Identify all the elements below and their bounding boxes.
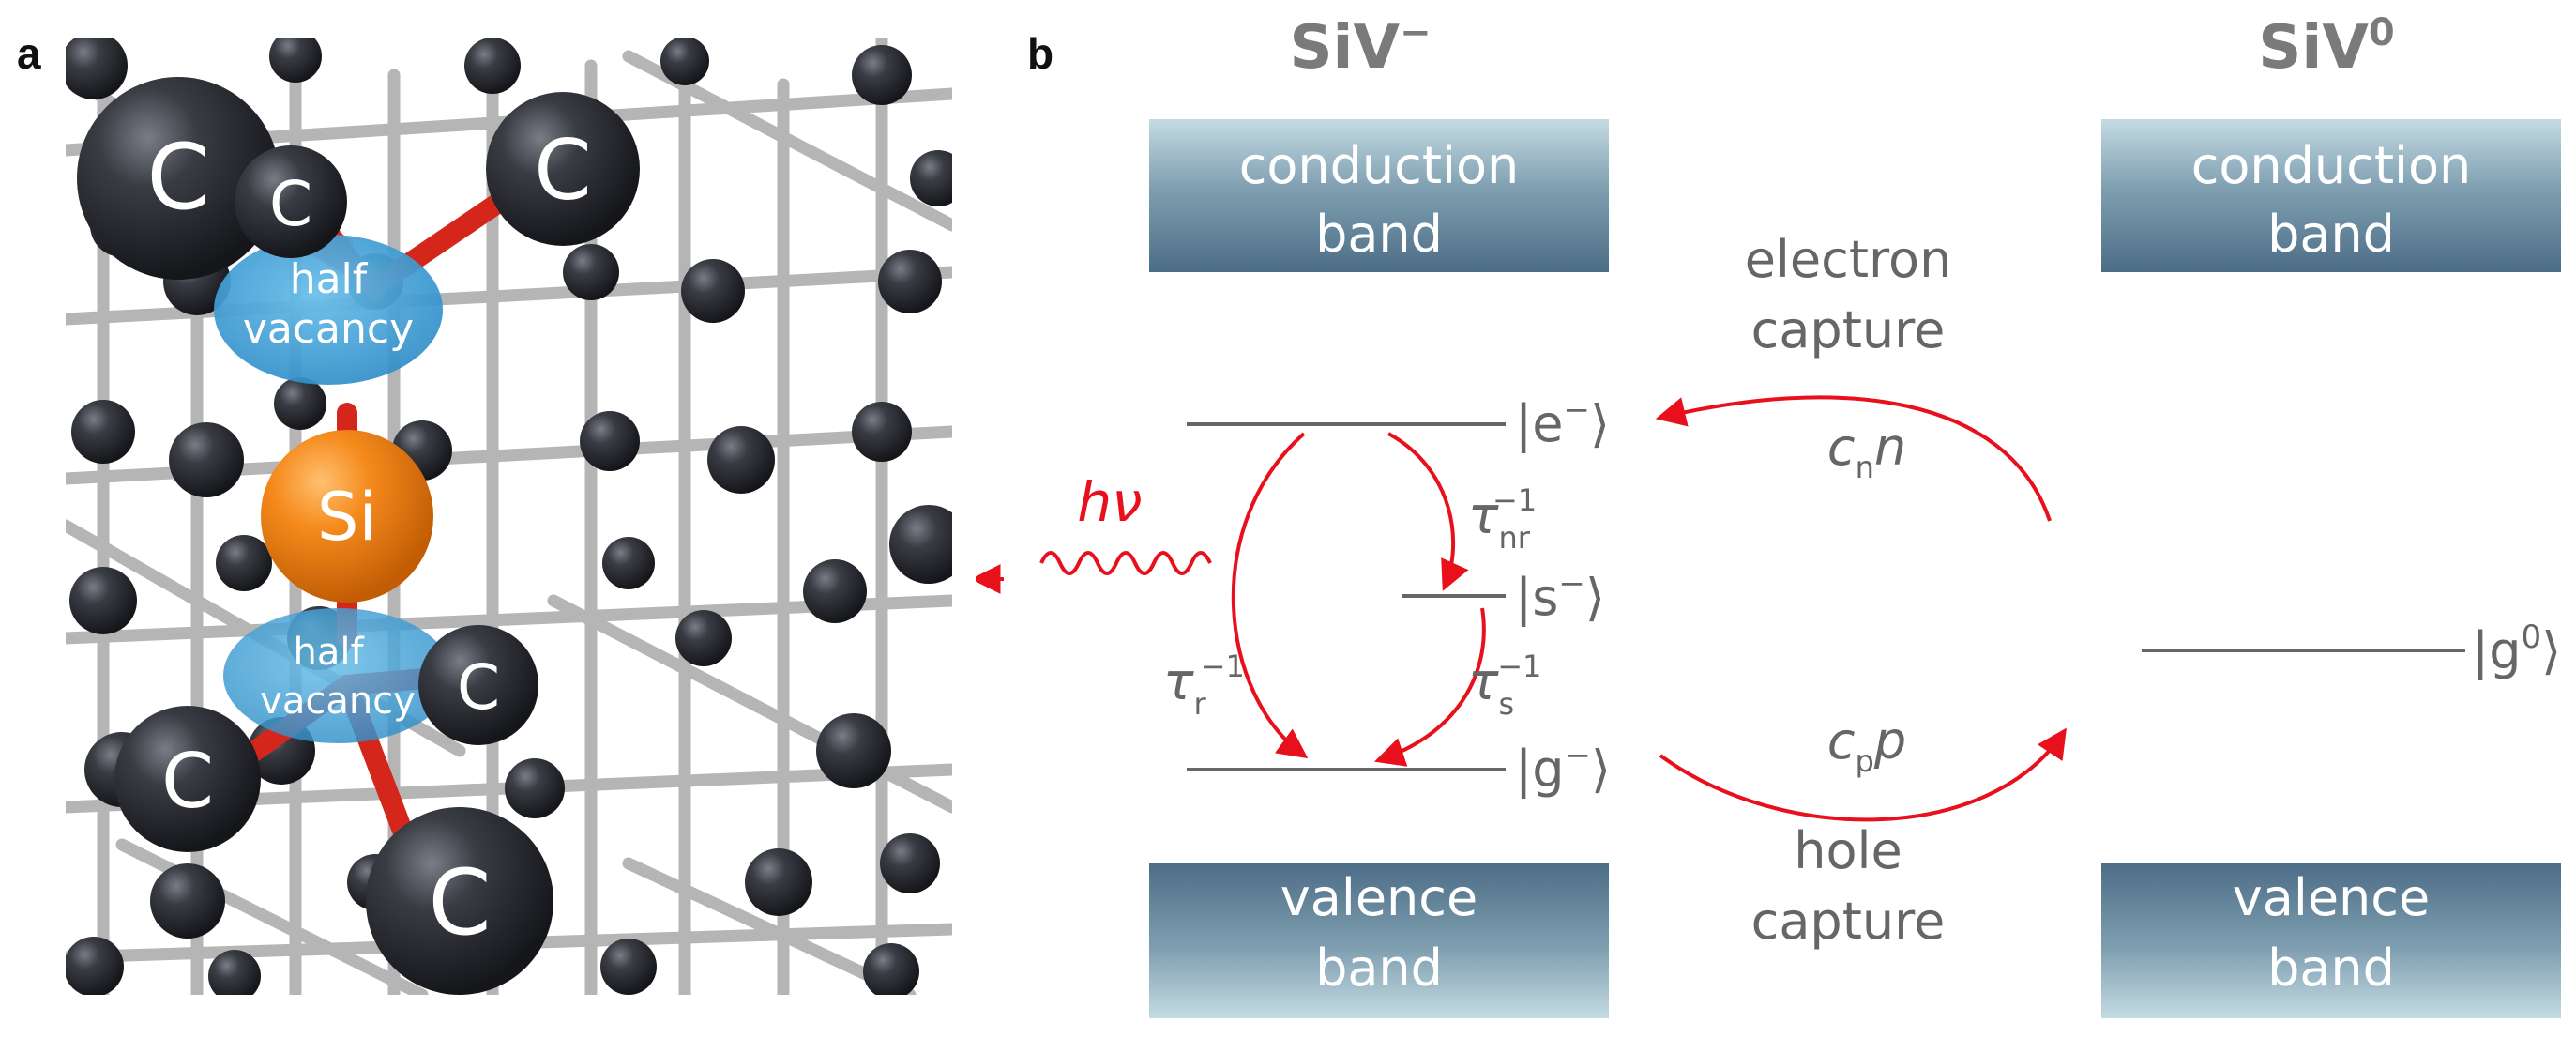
- svg-text:electron: electron: [1745, 230, 1952, 289]
- hole-capture-arrow: [1659, 727, 2067, 822]
- svg-text:band: band: [1315, 939, 1443, 998]
- svg-text:C: C: [269, 168, 312, 240]
- vacancy-bottom: half vacancy: [223, 608, 452, 743]
- svg-text:C: C: [428, 850, 491, 955]
- panel-a-label: a: [17, 29, 41, 78]
- energy-level-diagram: SiV− SiV0 conduction band conduction ban…: [976, 11, 2561, 1018]
- state-g-minus: |g−⟩: [1515, 737, 1611, 799]
- svg-text:Si: Si: [317, 479, 377, 556]
- svg-text:C: C: [534, 122, 591, 219]
- conduction-band-right: conduction band: [2101, 119, 2561, 272]
- svg-text:conduction: conduction: [1239, 136, 1520, 195]
- radiative-decay-arrow: [1231, 432, 1309, 759]
- carbon-atom-bottom-right: C: [366, 807, 553, 995]
- conduction-band-left: conduction band: [1149, 119, 1609, 272]
- carbon-atom-top-middle: C: [235, 145, 347, 258]
- svg-text:valence: valence: [2233, 868, 2430, 927]
- crystal-structure-illustration: half vacancy half vacancy Si C C C C C C: [66, 38, 952, 995]
- svg-text:C: C: [161, 738, 214, 825]
- svg-text:capture: capture: [1751, 892, 1946, 951]
- panel-b-label: b: [1027, 29, 1054, 78]
- electron-capture-arrow: [1655, 395, 2052, 522]
- svg-text:band: band: [1315, 205, 1443, 264]
- shelving-decay-arrow: [1373, 607, 1486, 767]
- svg-text:C: C: [146, 125, 209, 230]
- electron-capture-label: electron capture: [1745, 230, 1952, 359]
- state-s-minus: |s−⟩: [1515, 565, 1605, 627]
- hole-capture-label: hole capture: [1751, 821, 1946, 951]
- svg-text:band: band: [2267, 939, 2395, 998]
- nonradiative-decay-arrow: [1387, 432, 1469, 591]
- electron-capture-rate: cnn: [1827, 418, 1906, 485]
- siv-minus-title: SiV−: [1289, 11, 1431, 83]
- siv-zero-title: SiV0: [2258, 11, 2394, 83]
- transition-arrows: [976, 395, 2067, 822]
- svg-text:band: band: [2267, 205, 2395, 264]
- valence-band-right: valence band: [2101, 863, 2561, 1018]
- state-g-zero: |g0⟩: [2472, 618, 2561, 680]
- svg-text:conduction: conduction: [2191, 136, 2472, 195]
- svg-text:half: half: [290, 255, 369, 303]
- tau-nr-label: τnr−1: [1468, 482, 1537, 556]
- carbon-atom-bottom-left: C: [114, 706, 261, 852]
- tau-s-label: τs−1: [1468, 649, 1541, 722]
- silicon-atom: Si: [261, 430, 433, 603]
- svg-text:C: C: [457, 651, 500, 724]
- carbon-atom-top-left: C: [77, 77, 280, 280]
- energy-levels: [1187, 422, 2465, 771]
- valence-band-left: valence band: [1149, 863, 1609, 1018]
- svg-text:vacancy: vacancy: [243, 305, 414, 353]
- svg-text:vacancy: vacancy: [260, 679, 416, 723]
- photon-label: hν: [1077, 470, 1142, 534]
- state-e-minus: |e−⟩: [1515, 391, 1610, 453]
- svg-text:capture: capture: [1751, 300, 1946, 359]
- svg-text:valence: valence: [1280, 868, 1477, 927]
- vacancy-top: half vacancy: [214, 235, 443, 385]
- svg-text:half: half: [293, 631, 364, 674]
- carbon-atom-top-right: C: [486, 92, 640, 246]
- svg-text:hole: hole: [1794, 821, 1902, 880]
- hole-capture-rate: cpp: [1827, 711, 1906, 779]
- photon-wave: [1039, 551, 1212, 575]
- carbon-atom-bottom-middle: C: [418, 625, 538, 745]
- tau-r-label: τr−1: [1163, 649, 1245, 722]
